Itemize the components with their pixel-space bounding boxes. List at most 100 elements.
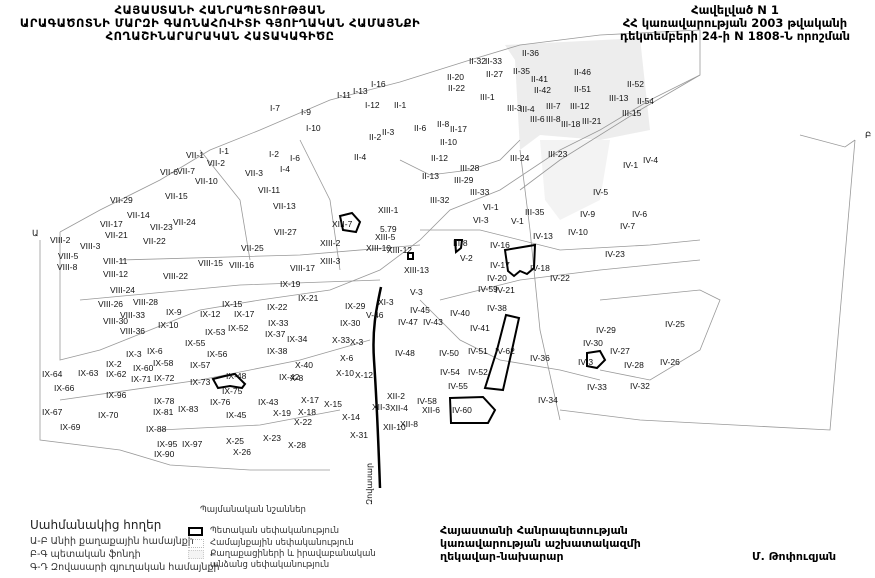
- map-boundary-lines: [39, 29, 856, 471]
- plot-label: III-15: [622, 108, 642, 118]
- plot-label: IX-75: [222, 386, 243, 396]
- plot-label: IV-7: [620, 221, 635, 231]
- plot-label: I-9: [301, 107, 311, 117]
- plot-label: IX-53: [205, 327, 226, 337]
- plot-label: III-8: [453, 238, 468, 248]
- plot-label: VIII-22: [163, 271, 188, 281]
- adjacent-lands-title: Սահմանակից հողեր: [30, 518, 162, 532]
- plot-label: X-19: [273, 408, 291, 418]
- legend-private-property: Քաղաքացիների և իրավաբանական: [210, 549, 376, 559]
- plot-label: IV-48: [395, 348, 415, 358]
- plot-label: IX-2: [106, 359, 122, 369]
- community-property-swatch: [188, 539, 204, 548]
- plot-label: IX-78: [154, 396, 175, 406]
- plot-label: VII-13: [273, 201, 296, 211]
- plot-label: IX-48: [226, 371, 247, 381]
- plot-label: IX-64: [42, 369, 63, 379]
- plot-label: II-6: [414, 123, 427, 133]
- plot-label: IV-23: [605, 249, 625, 259]
- plot-label: IX-10: [158, 320, 179, 330]
- plot-label: IV-59: [478, 284, 498, 294]
- plot-label: IX-76: [210, 397, 231, 407]
- plot-label: III-21: [582, 116, 602, 126]
- plot-label: X-33: [332, 335, 350, 345]
- plot-label: VII-7: [177, 166, 195, 176]
- plot-label: IX-69: [60, 422, 81, 432]
- plot-label: IV-30: [583, 338, 603, 348]
- plot-label: I-10: [306, 123, 321, 133]
- plot-label: III-7: [546, 101, 561, 111]
- plot-label: X-3: [350, 337, 364, 347]
- road-zovasar: [372, 286, 383, 489]
- plot-label: IV-22: [550, 273, 570, 283]
- annex-line-2: ՀՀ կառավարության 2003 թվականի: [622, 16, 848, 30]
- plot-label: VII-6: [160, 167, 178, 177]
- plot-label: IX-95: [157, 439, 178, 449]
- plot-label: XIII-3: [320, 256, 341, 266]
- plot-label: IV-28: [624, 360, 644, 370]
- plot-label: V-3: [410, 287, 423, 297]
- plot-label: XI-3: [378, 297, 394, 307]
- plot-label: VI-3: [473, 215, 489, 225]
- plot-label: VIII-3: [80, 241, 101, 251]
- plot-label: IX-45: [226, 410, 247, 420]
- plot-label: IX-81: [153, 407, 174, 417]
- map-title: ՀԱՅԱՍՏԱՆԻ ՀԱՆՐԱՊԵՏՈՒԹՅԱՆ ԱՐԱԳԱԾՈՏՆԻ ՄԱՐԶ…: [0, 4, 440, 43]
- plot-label: II-51: [574, 84, 591, 94]
- plot-label: IV-36: [530, 353, 550, 363]
- plot-label: IV-4: [643, 155, 658, 165]
- plot-label: IV-54: [440, 367, 460, 377]
- plot-label: IX-15: [222, 299, 243, 309]
- minister-line-2: կառավարության աշխատակազմի: [440, 537, 641, 550]
- plot-label: VII-23: [150, 222, 173, 232]
- plot-label: IV-21: [495, 285, 515, 295]
- plot-label: I-13: [353, 86, 368, 96]
- plot-label: XII-2: [387, 391, 405, 401]
- plot-label: VII-21: [105, 230, 128, 240]
- state-property-parcels: [211, 211, 607, 424]
- plot-label: II-4: [354, 152, 367, 162]
- adjacent-land-item: Գ-Դ Զովասարի գյուղական համայնքի: [30, 562, 220, 573]
- plot-label: IX-12: [200, 309, 221, 319]
- plot-label: IX-97: [182, 439, 203, 449]
- plot-label: II-1: [394, 100, 407, 110]
- plot-label: I-12: [365, 100, 380, 110]
- plot-label: IV-60: [452, 405, 472, 415]
- plot-label: IV-27: [610, 346, 630, 356]
- plot-label: IX-71: [131, 374, 152, 384]
- plot-label: II-32: [469, 56, 486, 66]
- plot-label: VIII-11: [103, 256, 128, 266]
- plot-label: IX-9: [166, 307, 182, 317]
- plot-label: II-12: [431, 153, 448, 163]
- plot-label: IX-96: [106, 390, 127, 400]
- adjacent-land-item: Ա-Բ Անիի քաղաքային համայնքի: [30, 536, 194, 547]
- plot-label: I-7: [270, 103, 280, 113]
- plot-label: II-8: [437, 119, 450, 129]
- plot-label: IX-72: [154, 373, 175, 383]
- plot-label: IV-9: [580, 209, 595, 219]
- plot-label: VII-1: [186, 150, 204, 160]
- plot-label: III-3: [507, 103, 522, 113]
- plot-label: IX-3: [126, 349, 142, 359]
- plot-label: III-28: [460, 163, 480, 173]
- plot-label: IX-43: [258, 397, 279, 407]
- plot-label: IX-67: [42, 407, 63, 417]
- plot-label: IX-33: [268, 318, 289, 328]
- plot-label: X-8: [290, 373, 304, 383]
- plot-label: V-2: [460, 253, 473, 263]
- plot-label: X-18: [298, 407, 316, 417]
- plot-label: III-4: [520, 104, 535, 114]
- annex-line-1: Հավելված N 1: [691, 3, 779, 17]
- plot-label: X-40: [295, 360, 313, 370]
- plot-label: VIII-8: [57, 262, 78, 272]
- plot-label: IX-58: [153, 358, 174, 368]
- plot-label: IX-57: [190, 360, 211, 370]
- plot-label: IX-29: [345, 301, 366, 311]
- plot-label: XII-4: [390, 403, 408, 413]
- plot-label: II-46: [574, 67, 591, 77]
- plot-label: IV-5: [593, 187, 608, 197]
- plot-label: X-23: [263, 433, 281, 443]
- title-line-1: ՀԱՅԱՍՏԱՆԻ ՀԱՆՐԱՊԵՏՈՒԹՅԱՆ: [114, 3, 326, 17]
- plot-label: IV-40: [450, 308, 470, 318]
- plot-label: IX-19: [280, 279, 301, 289]
